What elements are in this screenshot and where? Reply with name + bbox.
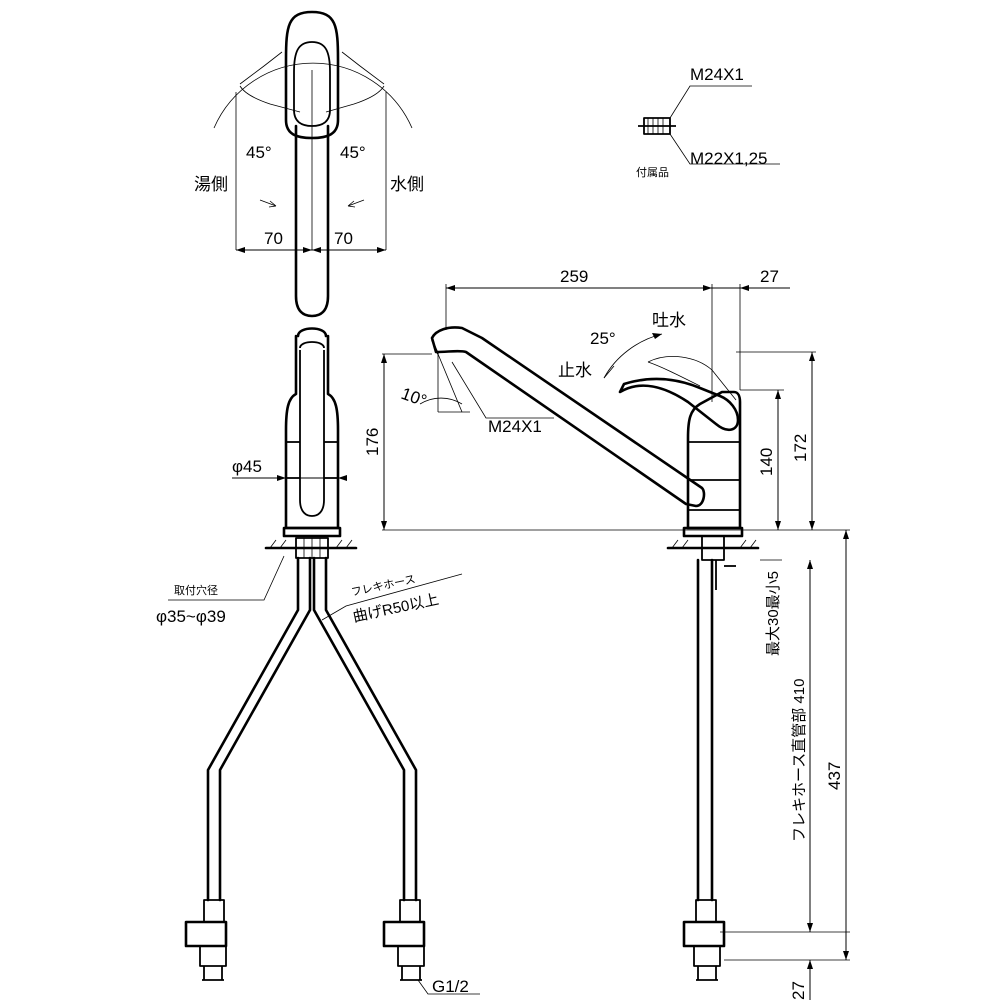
hose-left-outer (206, 556, 300, 902)
accessory-label: 付属品 (636, 166, 669, 179)
top-view: 45° 45° 湯側 水側 70 70 (194, 10, 424, 318)
spout-thread-label: M24X1 (488, 417, 542, 436)
body-diameter-label: φ45 (232, 457, 262, 476)
side-view: 259 27 25° 吐水 止水 10° M24X1 176 (363, 267, 850, 1000)
dim-right-label: 70 (334, 229, 353, 248)
dim-left-label: 70 (264, 229, 283, 248)
thread-bottom-label: M22X1,25 (690, 149, 768, 168)
bottom-dim-label: 27 (789, 981, 808, 1000)
reach-label: 259 (560, 267, 588, 286)
hose-right-inner (312, 556, 406, 902)
spout-angle-label: 10° (399, 384, 430, 411)
ghost-lever-left (239, 51, 283, 85)
hose-connection-label: G1/2 (432, 977, 469, 996)
lever-side (618, 377, 740, 432)
counter-thickness-label: 最大30最小5 (765, 571, 782, 656)
hose-straight-label: フレキホース直管部 410 (791, 679, 808, 842)
hose-left-inner (218, 556, 312, 902)
angle-left-label: 45° (246, 143, 272, 162)
accessory-view: M24X1 M22X1,25 付属品 (636, 65, 780, 179)
body-side (686, 390, 742, 530)
ghost-right-lower (325, 85, 385, 113)
mount-hole-label: 取付穴径 (174, 583, 218, 597)
total-height-label: 172 (791, 434, 810, 462)
hose-side (696, 558, 714, 902)
spout-height-label: 176 (363, 428, 382, 456)
lever-inner (293, 41, 331, 127)
front-view: φ45 取付穴径 φ35~φ39 フレキホース (156, 327, 480, 996)
front-body (284, 334, 340, 530)
ghost-lever-right (341, 51, 385, 85)
cold-side-label: 水側 (390, 175, 424, 194)
hose-total-label: 437 (825, 762, 844, 790)
lever-outer (284, 10, 340, 140)
body-height-label: 140 (757, 448, 776, 476)
hose-right-outer (324, 556, 418, 902)
hot-side-label: 湯側 (194, 175, 228, 194)
ghost-left-lower (239, 85, 301, 113)
hose-label: フレキホース (350, 573, 417, 599)
spout-top (294, 124, 330, 318)
spout-side (430, 326, 706, 508)
rotation-arc (213, 62, 413, 129)
spout-action-label: 吐水 (652, 311, 686, 330)
mount-hole-range: φ35~φ39 (156, 607, 226, 626)
thread-top-label: M24X1 (690, 65, 744, 84)
offset-label: 27 (760, 267, 779, 286)
lever-angle-label: 25° (590, 329, 616, 348)
stop-action-label: 止水 (558, 361, 592, 380)
angle-right-label: 45° (340, 143, 366, 162)
